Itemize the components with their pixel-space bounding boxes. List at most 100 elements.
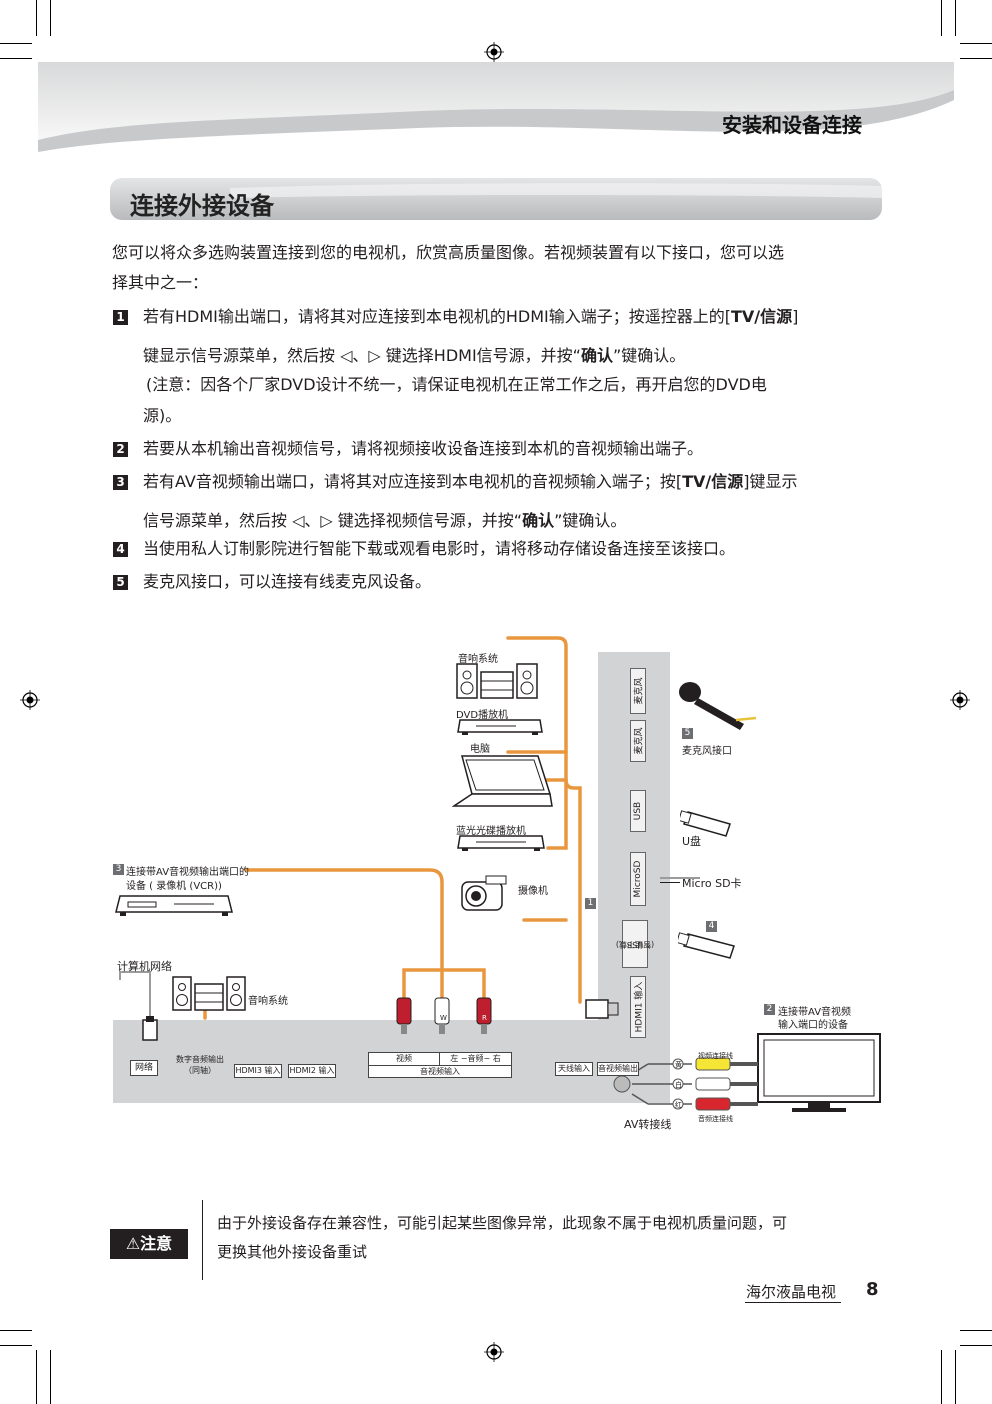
intro-line: 择其中之一： [112, 273, 209, 292]
item-3-line: 若有AV音视频输出端口，请将其对应连接到本电视机的音视频输入端子；按[TV/信源… [143, 472, 798, 491]
item-1-line: 若有HDMI输出端口，请将其对应连接到本电视机的HDMI输入端子；按遥控器上的[… [143, 307, 799, 326]
port-video: 视频 [369, 1053, 440, 1065]
label-bluray-player: 蓝光光碟播放机 [456, 826, 526, 837]
rca-plugs [396, 997, 492, 1034]
label-audio-cable: 音频连接线 [698, 1115, 733, 1123]
note-text: 由于外接设备存在兼容性，可能引起某些图像异常，此现象不属于电视机质量问题，可 [217, 1214, 788, 1232]
vcr-icon [115, 895, 233, 916]
marker-2: 2 [764, 1004, 775, 1015]
label-computer: 电脑 [470, 744, 490, 755]
header-band [38, 62, 954, 152]
label-tv-out-device: 连接带AV音视频 [778, 1007, 852, 1018]
crop-mark [955, 0, 956, 36]
cables [119, 636, 700, 1020]
microphone-icon [679, 682, 757, 730]
crop-mark [0, 1345, 32, 1346]
crop-mark [0, 1330, 32, 1331]
port-hdmi2[interactable]: HDMI2 输入 [288, 1064, 336, 1078]
network-plug-icon [142, 1016, 158, 1041]
label-mic-port: 麦克风接口 [682, 746, 732, 757]
crop-mark [0, 58, 32, 59]
registration-mark [484, 1342, 504, 1362]
port-antenna[interactable]: 天线输入 [555, 1062, 593, 1076]
crop-mark [955, 1350, 956, 1404]
item-1-note: (注意：因各个厂家DVD设计不统一，请保证电视机在正常工作之后，再开启您的DVD… [146, 375, 767, 394]
crop-mark [0, 43, 32, 44]
item-1-note: 源)。 [143, 406, 182, 425]
label-av-adapter: AV转接线 [624, 1118, 672, 1131]
hdmi-plug-icon [585, 999, 619, 1019]
crop-mark [960, 58, 992, 59]
section-title-bar: 连接外接设备 [110, 178, 882, 220]
laptop-icon [452, 755, 553, 807]
connection-diagram: 音响系统 DVD播放机 电脑 蓝光光碟播放机 摄像机 3 连接带AV音视频输出端… [0, 630, 992, 1140]
port-hdmi3[interactable]: HDMI3 输入 [234, 1064, 282, 1078]
label-dvd-player: DVD播放机 [456, 710, 509, 721]
label-microsd-card: Micro SD卡 [682, 877, 742, 890]
jack-white: 白 [675, 1081, 682, 1089]
port-av-input-label: 音视频输入 [420, 1067, 460, 1076]
item-number: 3 [113, 475, 128, 490]
label-network: 计算机网络 [117, 960, 172, 973]
audio-system-bottom-icon [172, 976, 246, 1011]
crop-mark [50, 0, 51, 36]
item-number: 1 [113, 310, 128, 325]
item-number: 2 [113, 442, 128, 457]
port-usb-smart[interactable]: USB(智能下载) [616, 920, 654, 968]
note-divider [202, 1200, 203, 1280]
registration-mark [20, 690, 40, 710]
crop-mark [36, 1350, 37, 1404]
port-mic-1[interactable]: 麦克风 [630, 668, 646, 714]
page-number: 8 [866, 1279, 879, 1300]
intro-line: 您可以将众多选购装置连接到您的电视机，欣赏高质量图像。若视频装置有以下接口，您可… [112, 243, 785, 262]
port-av-input[interactable]: 视频 左 −音频− 右 音视频输入 [368, 1052, 512, 1078]
marker-1: 1 [585, 898, 596, 909]
item-4-line: 当使用私人订制影院进行智能下载或观看电影时，请将移动存储设备连接至该接口。 [143, 539, 736, 558]
label-av-device: 连接带AV音视频输出端口的 [126, 867, 250, 878]
jack-yellow: 黄 [675, 1061, 682, 1069]
microsd-line [660, 882, 680, 883]
footer-underline [745, 1302, 841, 1303]
port-av-output[interactable]: 音视频输出 [597, 1062, 639, 1076]
crop-mark [36, 0, 37, 36]
label-audio-system: 音响系统 [458, 654, 498, 665]
item-1-line: 键显示信号源菜单，然后按 ◁、▷ 键选择HDMI信号源，并按“确认”键确认。 [143, 346, 686, 365]
crop-mark [960, 43, 992, 44]
label-camcorder: 摄像机 [518, 886, 548, 897]
tv-icon [757, 1033, 881, 1112]
port-microsd[interactable]: MicroSD [630, 852, 646, 906]
label-video-cable: 视频连接线 [698, 1052, 733, 1060]
crop-mark [960, 1345, 992, 1346]
item-5-line: 麦克风接口，可以连接有线麦克风设备。 [143, 572, 432, 591]
bluray-player-icon [457, 835, 545, 851]
item-number: 4 [113, 542, 128, 557]
item-number: 5 [113, 575, 128, 590]
label-audio-system: 音响系统 [248, 996, 288, 1007]
footer-brand: 海尔液晶电视 [746, 1283, 837, 1301]
port-network[interactable]: 网络 [130, 1060, 158, 1076]
port-mic-2[interactable]: 麦克风 [630, 720, 646, 762]
label-tv-out-device: 输入端口的设备 [778, 1020, 848, 1031]
port-hdmi1[interactable]: HDMI1 输入 [630, 976, 646, 1038]
item-3-line: 信号源菜单，然后按 ◁、▷ 键选择视频信号源，并按“确认”键确认。 [143, 511, 627, 530]
cable-w-label: W [440, 1014, 447, 1022]
udisk-icon [680, 810, 731, 837]
usb-stick-icon [678, 932, 735, 959]
camcorder-icon [461, 875, 507, 911]
section-title: 连接外接设备 [130, 192, 274, 220]
note-badge: ⚠注意 [110, 1229, 188, 1259]
audio-system-icon [456, 663, 538, 699]
port-usb[interactable]: USB [630, 790, 646, 832]
label-av-device: 设备 ( 录像机 (VCR)) [126, 881, 222, 892]
av-output-cables [613, 1057, 758, 1111]
registration-mark [484, 42, 504, 62]
header-title: 安装和设备连接 [722, 113, 862, 137]
port-digital-audio[interactable]: 数字音频输出（同轴） [176, 1055, 224, 1075]
crop-mark [941, 0, 942, 36]
registration-mark [950, 690, 970, 710]
marker-4: 4 [706, 921, 717, 932]
item-2-line: 若要从本机输出音视频信号，请将视频接收设备连接到本机的音视频输出端子。 [143, 439, 704, 458]
crop-mark [50, 1350, 51, 1404]
note-text: 更换其他外接设备重试 [217, 1243, 368, 1261]
dvd-player-icon [457, 719, 543, 735]
